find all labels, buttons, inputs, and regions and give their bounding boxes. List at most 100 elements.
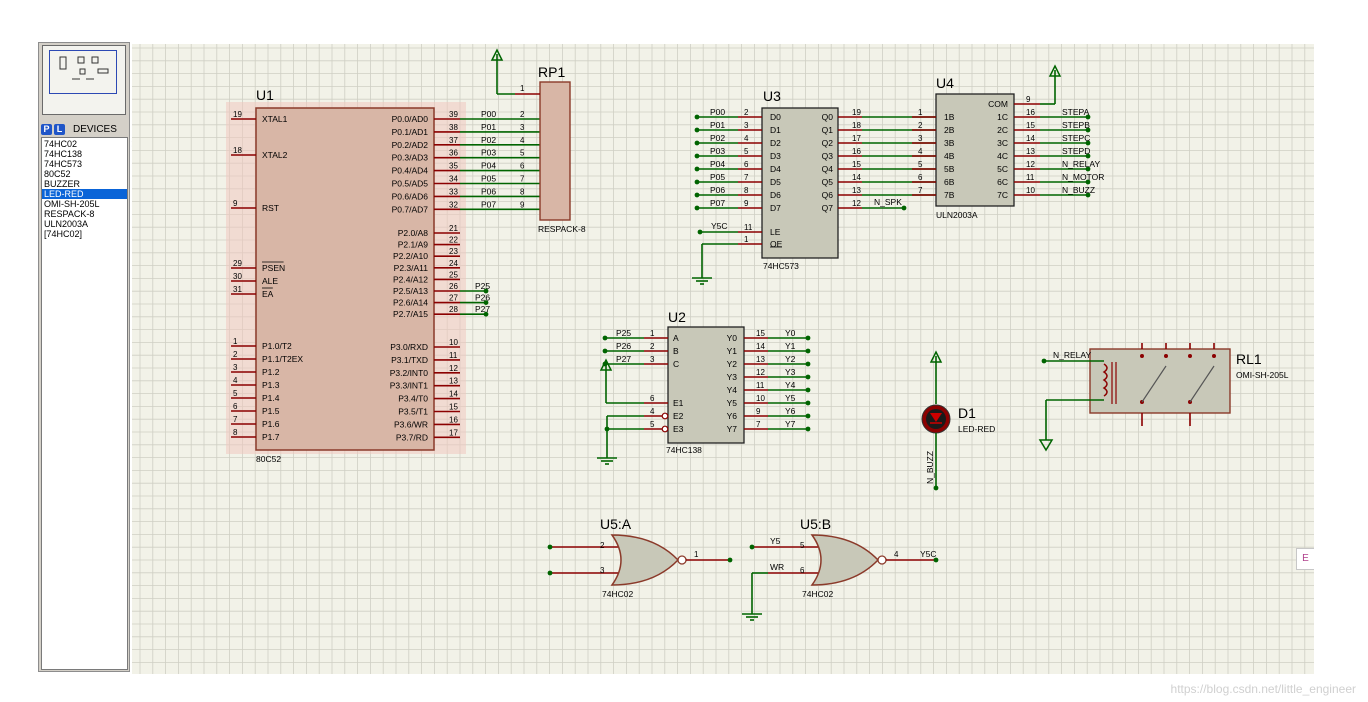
u1-pin-number: 33 [449,187,458,196]
inversion-bubble [661,425,669,433]
junction-dot [1085,140,1091,146]
u1-pin-number: 35 [449,162,458,171]
net-label: P00 [710,107,725,117]
u5a-pin-number: 1 [694,550,699,559]
device-item[interactable]: 74HC02 [44,139,78,149]
net-label: P02 [481,135,496,145]
u3-pin-number: 14 [852,173,861,182]
rp1-pin-number: 3 [520,123,525,132]
u5b-nor-gate-icon[interactable] [810,534,880,586]
u3-pin-name: LE [770,227,781,237]
u3-pin-name: Q0 [822,112,834,122]
library-manager-button[interactable]: L [54,124,65,135]
side-tab[interactable]: E [1296,548,1314,570]
device-item[interactable]: [74HC02] [44,229,83,239]
u1-ref: U1 [256,87,274,103]
inversion-bubble [677,555,687,565]
u1-pin-name: P2.5/A13 [393,286,428,296]
net-label: N_SPK [874,197,902,207]
junction-dot [547,544,553,550]
u1-pin-name: ALE [262,276,278,286]
net-label: STEPB [1062,120,1090,130]
u1-pin-name: P3.2/INT0 [390,368,429,378]
u3-pin-name: Q6 [822,190,834,200]
inversion-bubble [661,412,669,420]
u1-pin-name: P1.3 [262,380,280,390]
u4-body[interactable] [935,93,1015,207]
u3-pin-number: 9 [744,199,749,208]
overview-viewport-frame[interactable] [49,50,117,94]
junction-dot [805,361,811,367]
u4-pin-number: 13 [1026,147,1035,156]
u1-pin-number: 23 [449,247,458,256]
u2-body[interactable] [667,326,745,444]
junction-dot [805,413,811,419]
u1-pin-name: P0.0/AD0 [392,114,429,124]
u3-pin-name: D2 [770,138,781,148]
u2-pin-number: 15 [756,329,765,338]
net-label: Y7 [785,419,796,429]
contact-dot [1164,354,1168,358]
device-item[interactable]: RESPACK-8 [44,209,95,219]
u4-pin-name: 6B [944,177,955,187]
rp1-body[interactable] [539,81,571,221]
device-item[interactable]: OMI-SH-205L [44,199,100,209]
junction-dot [694,127,700,133]
rl1-body[interactable] [1089,348,1231,414]
rp1-ref: RP1 [538,64,565,80]
net-label: P07 [710,198,725,208]
u3-pin-name: D5 [770,177,781,187]
net-label: P25 [616,328,631,338]
u3-pin-number: 7 [744,173,749,182]
diode-triangle [930,413,942,422]
net-label: Y5 [785,393,796,403]
inversion-bubble [877,555,887,565]
u2-pin-name: E2 [673,411,684,421]
u3-ref: U3 [763,88,781,104]
u1-pin-name: P0.5/AD5 [392,179,429,189]
device-item[interactable]: ULN2003A [44,219,89,229]
device-item[interactable]: BUZZER [44,179,80,189]
junction-dot [805,374,811,380]
device-item[interactable]: 74HC573 [44,159,83,169]
u1-pin-name: P2.4/A12 [393,274,428,284]
u1-pin-number: 9 [233,199,238,208]
devices-header: P L DEVICES [41,123,127,136]
net-label: P25 [475,281,490,291]
pick-devices-button[interactable]: P [41,124,52,135]
u5a-ref: U5:A [600,516,632,532]
u4-pin-name: 6C [997,177,1008,187]
junction-dot [1085,166,1091,172]
u1-pin-number: 21 [449,224,458,233]
overview-preview[interactable] [42,45,126,115]
u1-pin-number: 6 [233,402,238,411]
net-label: STEPC [1062,133,1090,143]
u1-pin-name: P1.2 [262,367,280,377]
net-label: WR [770,562,784,572]
u1-body[interactable] [255,107,435,451]
device-item[interactable]: 80C52 [44,169,71,179]
u4-pin-name: 2B [944,125,955,135]
u1-pin-number: 16 [449,415,458,424]
device-item[interactable]: 74HC138 [44,149,83,159]
junction-dot [694,205,700,211]
u3-pin-number: 12 [852,199,861,208]
switch-blade [1141,365,1167,403]
net-label: P03 [710,146,725,156]
u1-pin-number: 7 [233,415,238,424]
junction-dot [483,300,489,305]
u5a-nor-gate-icon[interactable] [610,534,680,586]
junction-dot [694,179,700,185]
u1-pin-name: P0.1/AD1 [392,127,429,137]
junction-dot [694,153,700,159]
junction-dot [602,335,608,341]
devices-title: DEVICES [73,124,117,135]
device-item[interactable]: LED-RED [42,189,127,199]
net-label: N_RELAY [1053,350,1091,360]
u3-body[interactable] [761,107,839,259]
u1-pin-number: 1 [233,337,238,346]
